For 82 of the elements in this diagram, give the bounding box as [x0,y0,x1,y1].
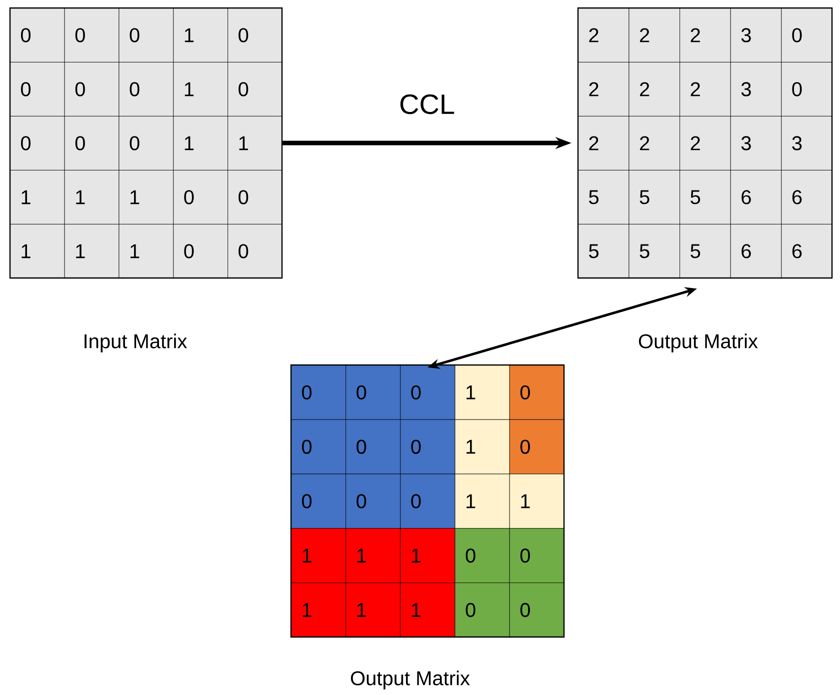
table-cell: 1 [173,62,228,116]
table-cell: 5 [628,224,680,278]
table-cell: 3 [781,116,832,170]
table-cell: 0 [228,62,282,116]
table-cell: 2 [628,116,680,170]
table-cell: 1 [118,170,174,224]
table-cell: 3 [730,8,782,62]
table-cell: 1 [118,224,174,278]
table-cell: 0 [400,365,456,420]
table-cell: 2 [578,8,630,62]
table-cell: 2 [578,116,630,170]
table-cell: 5 [578,224,630,278]
table-cell: 2 [680,116,731,170]
table-cell: 1 [228,116,282,170]
table-cell: 5 [680,224,731,278]
table-cell: 0 [346,419,401,474]
table-cell: 0 [400,474,456,529]
table-cell: 0 [228,224,282,278]
node-label: Output Matrix [638,334,758,352]
table-cell: 6 [730,170,782,224]
table-cell: 1 [454,419,510,474]
table-cell: 0 [509,582,564,638]
table-cell: 0 [781,8,832,62]
table-cell: 1 [291,582,346,638]
table-cell: 2 [578,62,630,116]
table-cell: 5 [578,170,630,224]
table-cell: 0 [346,474,401,529]
table-cell: 0 [64,8,120,62]
table-cell: 0 [64,116,120,170]
table-cell: 0 [509,419,564,474]
table-cell: 0 [400,419,456,474]
table-cell: 5 [680,170,731,224]
table-cell: 6 [781,224,832,278]
table-cell: 0 [118,8,174,62]
table-cell: 2 [628,62,680,116]
table-cell: 0 [454,582,510,638]
table-cell: 0 [10,62,65,116]
table-cell: 1 [509,474,564,529]
table-cell: 0 [118,62,174,116]
table-cell: 1 [64,170,120,224]
table-cell: 0 [10,116,65,170]
table-cell: 2 [680,8,731,62]
node-label: Input Matrix [84,334,187,352]
table-cell: 0 [173,170,228,224]
table-cell: 0 [454,528,510,583]
table-cell: 0 [118,116,174,170]
table-cell: 6 [781,170,832,224]
node-label: Output Matrix [350,670,470,690]
table-cell: 1 [10,224,65,278]
table-cell: 5 [628,170,680,224]
matrix-grid [290,364,565,638]
table-cell: 0 [10,8,65,62]
table-cell: 2 [680,62,731,116]
table-cell: 1 [173,116,228,170]
matrix-grid [9,7,283,279]
table-cell: 1 [454,474,510,529]
table-cell: 1 [346,528,401,583]
table-cell: 1 [346,582,401,638]
table-cell: 0 [291,419,346,474]
table-cell: 1 [291,528,346,583]
matrix-grid [577,7,833,279]
table-cell: 1 [400,528,456,583]
table-cell: 3 [730,116,782,170]
table-cell: 1 [400,582,456,638]
table-cell: 0 [509,528,564,583]
table-cell: 0 [173,224,228,278]
table-cell: 1 [454,365,510,420]
table-cell: 1 [173,8,228,62]
table-cell: 0 [346,365,401,420]
table-cell: 0 [228,170,282,224]
table-cell: 0 [509,365,564,420]
table-cell: 0 [291,474,346,529]
table-cell: 1 [10,170,65,224]
table-cell: 0 [64,62,120,116]
edge-label: CCL [400,94,454,114]
table-cell: 6 [730,224,782,278]
table-cell: 0 [781,62,832,116]
table-cell: 2 [628,8,680,62]
table-cell: 3 [730,62,782,116]
table-cell: 0 [291,365,346,420]
table-cell: 0 [228,8,282,62]
table-cell: 1 [64,224,120,278]
